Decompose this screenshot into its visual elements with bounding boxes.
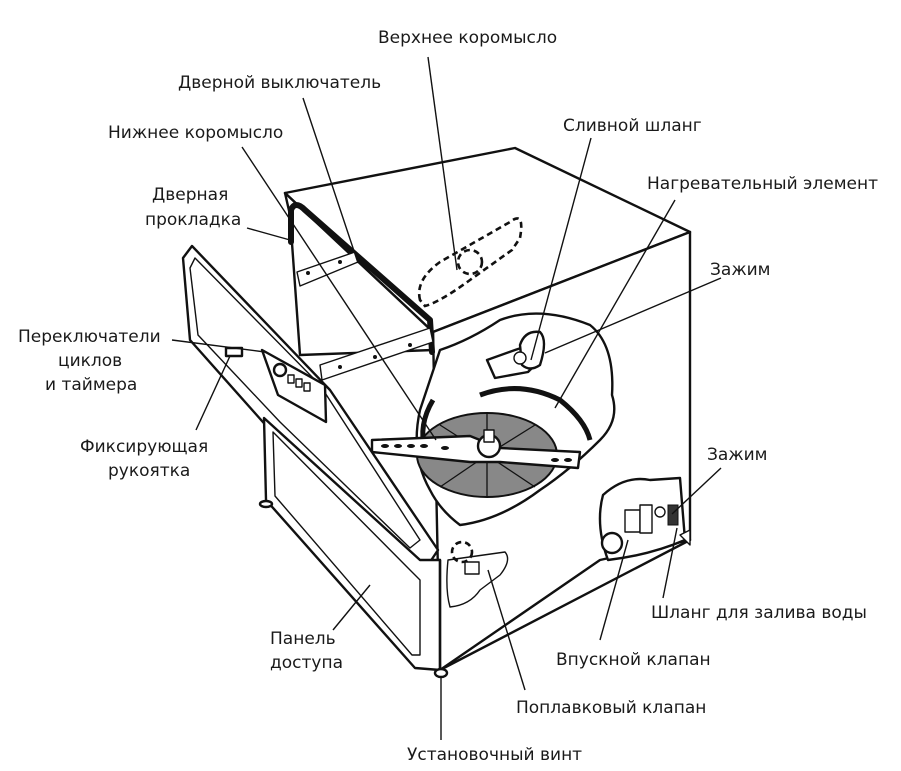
label-latch-handle-line1: Фиксирующая <box>80 437 208 457</box>
cycle-switch <box>303 382 311 392</box>
leader-fill-hose <box>662 527 678 599</box>
label-drain-hose: Сливной шланг <box>563 116 702 136</box>
drain-hose-assembly <box>485 330 546 380</box>
leader-lower-spray-arm <box>241 146 437 441</box>
bottom-edge <box>438 538 692 672</box>
label-cycle-switches-line1: Переключатели <box>18 327 161 347</box>
leveling-foot-front <box>433 667 449 679</box>
leader-door-gasket <box>246 227 291 241</box>
leader-float-valve <box>487 569 526 691</box>
leveling-foot-left <box>258 499 274 509</box>
leader-clamp-lower <box>671 467 722 515</box>
door-inner-panel <box>189 257 421 549</box>
inlet-hose-clamp <box>667 504 679 526</box>
rail-rivet <box>338 365 342 369</box>
cycle-switch <box>295 378 303 388</box>
label-clamp-upper: Зажим <box>710 260 771 280</box>
spray-arm-holes <box>381 444 572 462</box>
rail-rivet <box>306 271 310 275</box>
access-panel <box>272 431 421 656</box>
timer-knob <box>272 362 288 378</box>
spray-arm-nut <box>483 429 495 443</box>
label-door-switch: Дверной выключатель <box>178 73 381 93</box>
label-inlet-valve: Впускной клапан <box>556 650 711 670</box>
label-cycle-switches-line2: циклов <box>58 351 122 371</box>
leader-door-switch <box>302 97 359 264</box>
leader-lines <box>171 56 722 740</box>
leader-inlet-valve <box>599 539 629 641</box>
label-lower-spray-arm: Нижнее коромысло <box>108 123 283 143</box>
cycle-switch <box>287 374 295 384</box>
leader-cycle-switches <box>171 339 266 353</box>
upper-spray-arm-hidden <box>417 217 523 308</box>
lower-cabinet <box>258 416 692 679</box>
leader-drain-hose <box>530 137 592 361</box>
label-cycle-switches-line3: и таймера <box>45 375 137 395</box>
rail-rivet <box>338 260 342 264</box>
leader-latch-handle <box>195 355 231 431</box>
label-door-gasket-line2: прокладка <box>145 210 241 230</box>
upper-spray-arm-hub <box>456 248 484 276</box>
inlet-valve-assembly <box>598 476 691 562</box>
door-gasket <box>288 202 435 355</box>
leader-upper-spray-arm <box>427 56 458 271</box>
label-leveling-screw: Установочный винт <box>407 745 582 765</box>
leader-access-panel <box>332 584 371 631</box>
label-door-gasket-line1: Дверная <box>152 185 228 205</box>
rail-rivet <box>373 355 377 359</box>
label-heating-element: Нагревательный элемент <box>647 174 878 194</box>
float-valve <box>446 540 509 608</box>
label-upper-spray-arm: Верхнее коромысло <box>378 28 557 48</box>
label-float-valve: Поплавковый клапан <box>516 698 706 718</box>
lower-rack-rail <box>319 327 434 381</box>
rail-rivet <box>408 343 412 347</box>
label-fill-hose: Шланг для залива воды <box>651 603 867 623</box>
label-latch-handle-line2: рукоятка <box>108 461 190 481</box>
label-clamp-lower: Зажим <box>707 445 768 465</box>
label-access-panel-line1: Панель <box>270 629 336 649</box>
leader-heating-element <box>554 199 676 409</box>
label-access-panel-line2: доступа <box>270 653 343 673</box>
labels: Верхнее коромысло Дверной выключатель Ни… <box>18 28 878 765</box>
leader-clamp-upper <box>544 277 722 354</box>
